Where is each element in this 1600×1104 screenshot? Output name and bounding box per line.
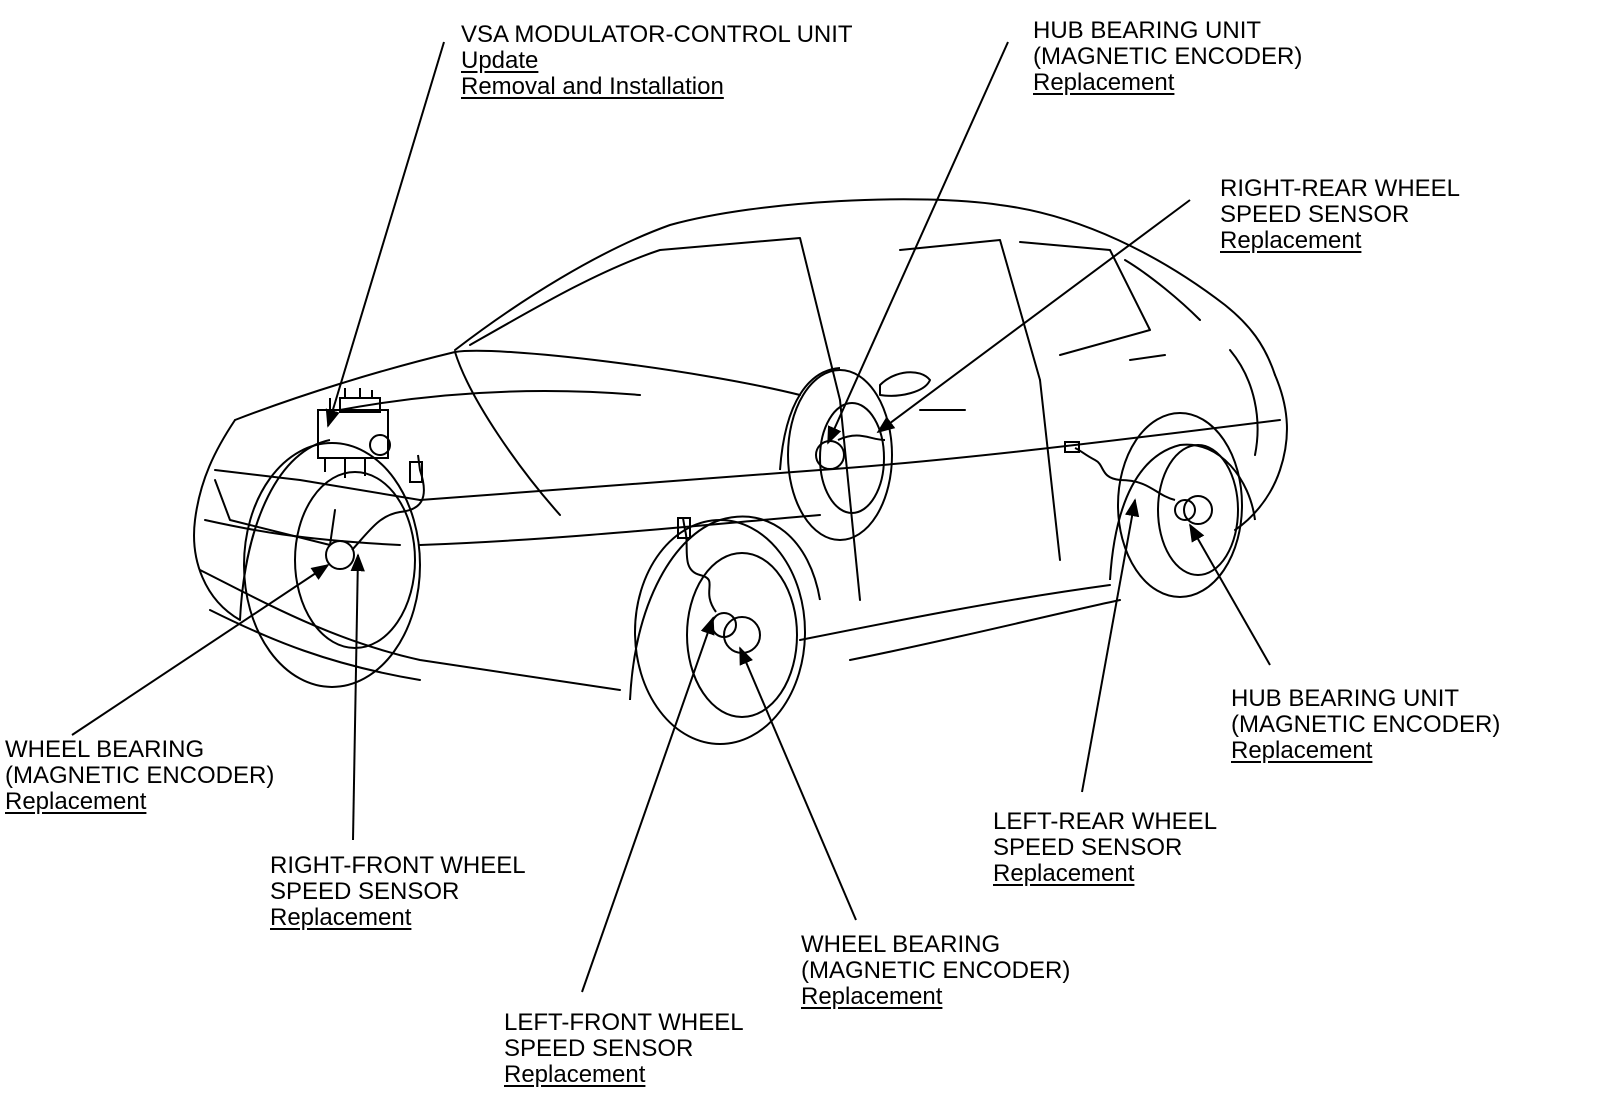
rf-sensor-callout: RIGHT-FRONT WHEEL SPEED SENSOR Replaceme… — [270, 853, 526, 931]
wheel-bearing-front-right-replacement-link[interactable]: Replacement — [5, 788, 147, 815]
components — [317, 388, 1196, 638]
lf-sensor-replacement-link[interactable]: Replacement — [504, 1061, 646, 1088]
lf-sensor-title-2: SPEED SENSOR — [504, 1035, 694, 1062]
wheel-bearing-front-right-title-2: (MAGNETIC ENCODER) — [5, 762, 275, 789]
lr-sensor-replacement-link[interactable]: Replacement — [993, 860, 1135, 887]
wheel-bearing-front-left-replacement-link[interactable]: Replacement — [801, 983, 943, 1010]
right-front-wheel-bearing — [325, 540, 355, 570]
hub-bearing-rear-left-title-2: (MAGNETIC ENCODER) — [1231, 711, 1501, 738]
rr-sensor-leader — [876, 199, 1191, 434]
hub-bearing-rear-right-leader — [827, 41, 1009, 445]
rr-sensor-replacement-link[interactable]: Replacement — [1220, 227, 1362, 254]
vsa-modulator-unit — [317, 409, 389, 459]
vsa-leader — [325, 41, 445, 428]
hub-bearing-rear-right-title-1: HUB BEARING UNIT — [1033, 17, 1262, 44]
rf-sensor-replacement-link[interactable]: Replacement — [270, 904, 412, 931]
rr-sensor-title-1: RIGHT-REAR WHEEL — [1220, 175, 1461, 202]
hub-bearing-rear-right-replacement-link[interactable]: Replacement — [1033, 69, 1175, 96]
wheel-bearing-front-right-callout: WHEEL BEARING (MAGNETIC ENCODER) Replace… — [5, 737, 274, 815]
wheel-bearing-front-left-title-1: WHEEL BEARING — [801, 931, 1001, 958]
rf-sensor-title-1: RIGHT-FRONT WHEEL — [270, 852, 526, 879]
wheel-bearing-front-right-title-1: WHEEL BEARING — [5, 736, 205, 763]
wheel-bearing-front-right-leader — [71, 564, 330, 736]
lf-sensor-leader — [581, 616, 715, 993]
wheel-bearing-front-left-callout: WHEEL BEARING (MAGNETIC ENCODER) Replace… — [801, 932, 1070, 1010]
rf-sensor-leader — [350, 553, 365, 841]
vsa-title: VSA MODULATOR-CONTROL UNIT — [461, 21, 853, 48]
vsa-removal-link[interactable]: Removal and Installation — [461, 73, 724, 100]
left-rear-hub-bearing — [1174, 499, 1196, 521]
hub-bearing-rear-left-leader — [1189, 523, 1271, 666]
lr-sensor-title-1: LEFT-REAR WHEEL — [993, 808, 1218, 835]
wheels — [239, 367, 1256, 745]
lr-sensor-leader — [1081, 498, 1140, 793]
leader-lines — [71, 41, 1271, 993]
rr-sensor-title-2: SPEED SENSOR — [1220, 201, 1410, 228]
rr-sensor-callout: RIGHT-REAR WHEEL SPEED SENSOR Replacemen… — [1220, 176, 1460, 254]
hub-bearing-rear-right-title-2: (MAGNETIC ENCODER) — [1033, 43, 1303, 70]
lf-sensor-callout: LEFT-FRONT WHEEL SPEED SENSOR Replacemen… — [504, 1010, 744, 1088]
hub-bearing-rear-left-callout: HUB BEARING UNIT (MAGNETIC ENCODER) Repl… — [1231, 686, 1500, 764]
hub-bearing-rear-left-replacement-link[interactable]: Replacement — [1231, 737, 1373, 764]
lf-sensor-title-1: LEFT-FRONT WHEEL — [504, 1009, 744, 1036]
vsa-update-link[interactable]: Update — [461, 47, 539, 74]
vsa-callout: VSA MODULATOR-CONTROL UNIT Update Remova… — [461, 22, 853, 100]
wheel-bearing-front-left-title-2: (MAGNETIC ENCODER) — [801, 957, 1071, 984]
wheel-bearing-front-left-leader — [739, 646, 857, 921]
lr-sensor-callout: LEFT-REAR WHEEL SPEED SENSOR Replacement — [993, 809, 1217, 887]
hub-bearing-rear-left-title-1: HUB BEARING UNIT — [1231, 685, 1460, 712]
lr-sensor-title-2: SPEED SENSOR — [993, 834, 1183, 861]
rf-sensor-title-2: SPEED SENSOR — [270, 878, 460, 905]
hub-bearing-rear-right-callout: HUB BEARING UNIT (MAGNETIC ENCODER) Repl… — [1033, 18, 1302, 96]
car-body — [193, 198, 1288, 691]
